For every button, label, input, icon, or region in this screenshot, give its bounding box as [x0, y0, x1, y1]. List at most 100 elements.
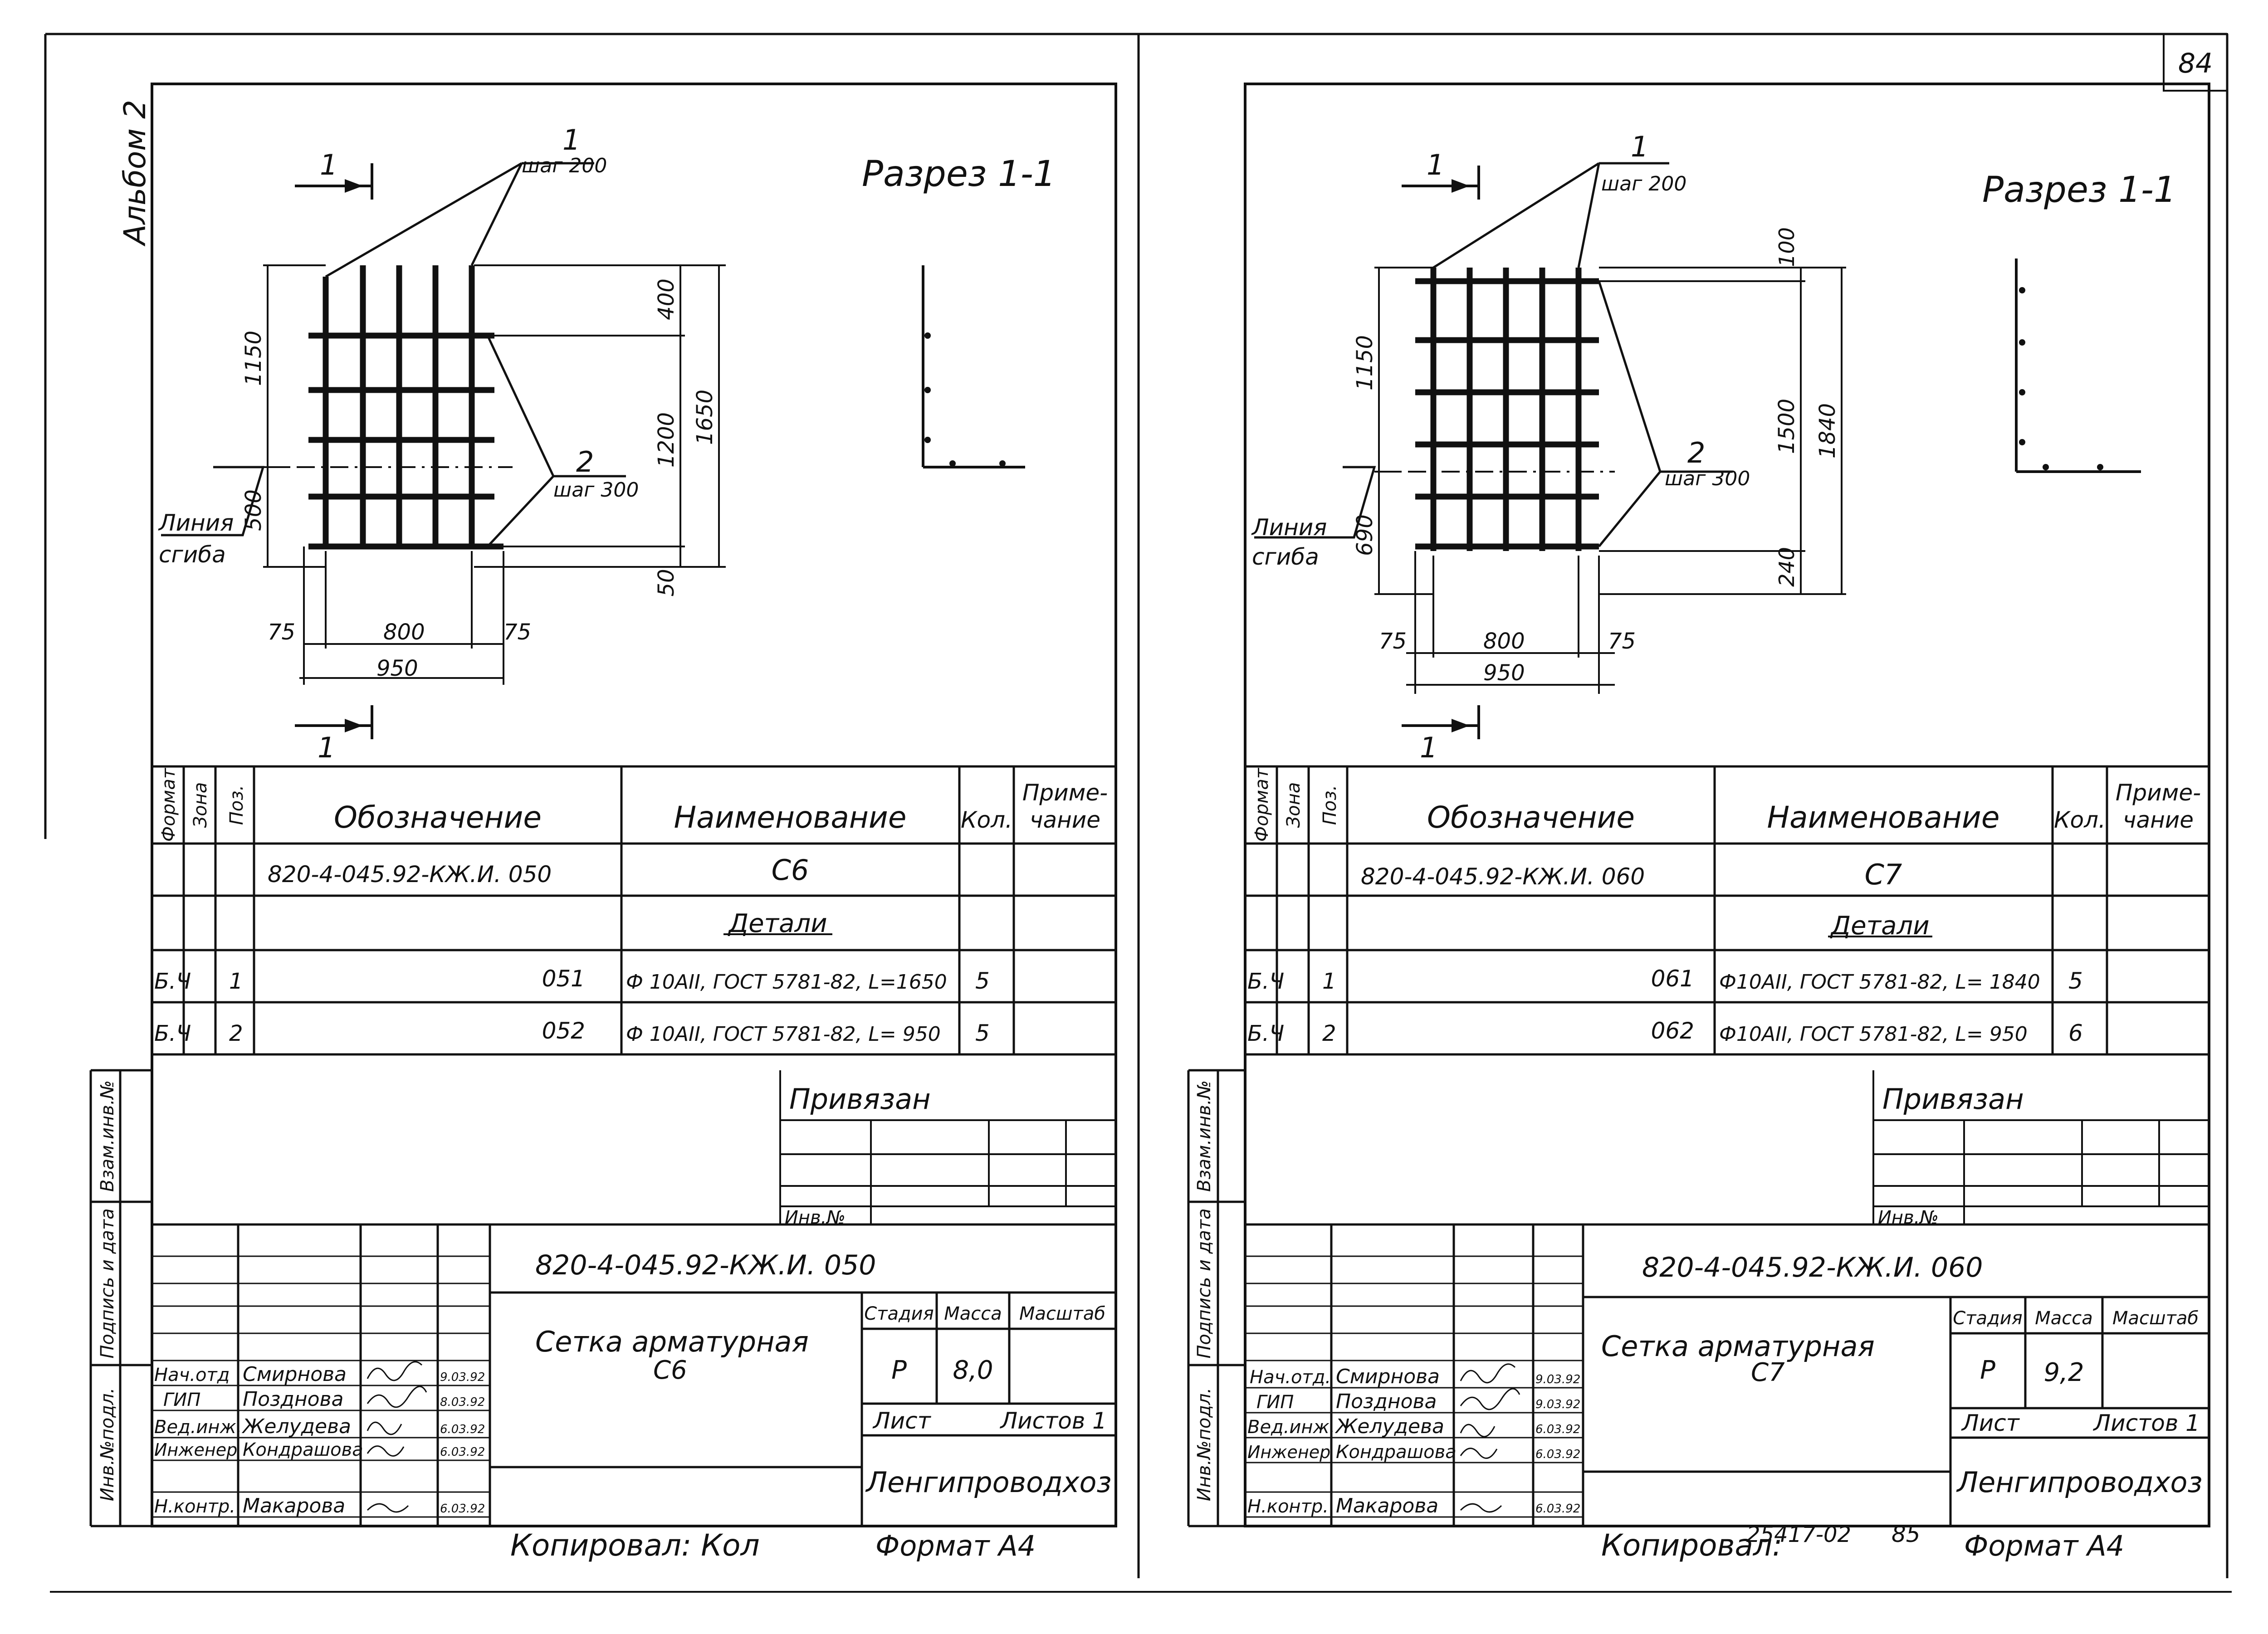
signer-name: Желудева [241, 1415, 351, 1438]
signer-name: Позднова [243, 1388, 343, 1411]
spec-row-designation: 820-4-045.92-КЖ.И. 060 [1361, 863, 1645, 890]
signer-role: Вед.инж. [154, 1417, 242, 1438]
dim-left-top: 1150 [241, 331, 266, 386]
signer-date: 6.03.92 [440, 1423, 485, 1436]
spec-row-qty: 5 [975, 968, 990, 994]
spec-row-qty: 5 [2068, 968, 2083, 994]
signer-date: 6.03.92 [1535, 1448, 1580, 1461]
format-label-left: Формат А4 [875, 1529, 1036, 1562]
signer-date: 6.03.92 [1535, 1502, 1580, 1516]
dim-right-mid: 1500 [1774, 399, 1799, 454]
mesh-drawing-c6 [161, 162, 1025, 739]
title-line-1: Сетка арматурная [535, 1325, 809, 1358]
spec-row-pos: 2 [1322, 1021, 1336, 1046]
dim-left-bottom: 500 [241, 489, 266, 531]
stage-value: Р [1980, 1356, 1995, 1385]
sheets-count-label: Листов 1 [1000, 1408, 1107, 1434]
sheet-right: 1 1 Разрез 1-1 1 шаг 200 2 шаг 300 Линия… [1187, 83, 2210, 1527]
side-label-signature-date: Подпись и дата [97, 1208, 118, 1358]
dim-bottom-950: 950 [376, 656, 418, 681]
spec-row-name: Ф 10АII, ГОСТ 5781-82, L=1650 [626, 971, 947, 994]
side-label-signature-date: Подпись и дата [1194, 1208, 1215, 1358]
spec-row-designation: 051 [542, 966, 585, 992]
spec-row-name: Ф10АII, ГОСТ 5781-82, L= 1840 [1719, 971, 2040, 994]
callout-1-step: шаг 200 [522, 154, 607, 177]
signer-role: Н.контр. [1247, 1496, 1329, 1517]
fold-line-label-2: сгиба [159, 541, 226, 568]
scale-header: Масштаб [2112, 1308, 2199, 1329]
cut-mark-top: 1 [320, 148, 337, 181]
fold-line-label-1: Линия [1251, 514, 1327, 541]
spec-header-format: Формат [158, 767, 179, 842]
spec-header-note-2: чание [1030, 807, 1100, 833]
scale-header: Масштаб [1019, 1303, 1105, 1324]
spec-row-format: Б.Ч [154, 969, 191, 994]
album-label: Альбом 2 [117, 100, 152, 247]
section-title: Разрез 1-1 [1982, 170, 2176, 210]
side-label-inv-podl: Инв.№подл. [1194, 1388, 1215, 1502]
spec-row-designation: 052 [542, 1018, 585, 1044]
spec-table [152, 765, 1116, 1056]
spec-row-designation: 062 [1651, 1018, 1694, 1044]
callout-1-step: шаг 200 [1601, 172, 1686, 195]
mass-value: 8,0 [953, 1356, 993, 1385]
sheet-label: Лист [1961, 1410, 2020, 1436]
section-title: Разрез 1-1 [862, 154, 1056, 195]
signer-date: 6.03.92 [440, 1502, 485, 1516]
signer-name: Желудева [1334, 1415, 1444, 1438]
signer-date: 8.03.92 [440, 1395, 485, 1409]
spec-row-name: Ф 10АII, ГОСТ 5781-82, L= 950 [626, 1023, 941, 1046]
dim-left-top: 1150 [1352, 335, 1378, 390]
dim-bottom-800: 800 [1483, 629, 1525, 654]
dim-right-bottom: 50 [654, 569, 679, 596]
callout-2-num: 2 [576, 445, 594, 478]
page-number: 84 [2178, 48, 2213, 79]
spec-row-format: Б.Ч [154, 1021, 191, 1046]
dim-right-total: 1840 [1815, 403, 1840, 458]
copy-number-right: 25417-02 [1746, 1522, 1851, 1547]
spec-header-qty: Кол. [2054, 807, 2106, 833]
spec-header-designation: Обозначение [334, 800, 542, 835]
spec-row-name: Ф10АII, ГОСТ 5781-82, L= 950 [1719, 1023, 2028, 1046]
signer-name: Макарова [1336, 1494, 1438, 1517]
title-line-2: С6 [653, 1356, 687, 1385]
dim-right-mid: 1200 [654, 412, 679, 468]
callout-2-step: шаг 300 [1665, 467, 1750, 490]
spec-header-name: Наименование [1767, 800, 2000, 835]
signer-date: 9.03.92 [1535, 1373, 1580, 1386]
spec-header-format: Формат [1251, 767, 1272, 842]
stage-header: Стадия [864, 1303, 934, 1324]
spec-row-name: С7 [1865, 858, 1902, 891]
fold-line-label-1: Линия [158, 510, 234, 536]
spec-row-name: Детали [727, 909, 827, 938]
signer-date: 9.03.92 [440, 1371, 485, 1384]
fold-line-label-2: сгиба [1252, 544, 1319, 570]
signer-date: 6.03.92 [440, 1445, 485, 1459]
callout-2-step: шаг 300 [553, 478, 639, 502]
side-label-inv-podl: Инв.№подл. [97, 1388, 118, 1502]
dim-bottom-75-right: 75 [503, 619, 531, 645]
signer-role: Нач.отд. [1250, 1367, 1331, 1388]
cut-mark-bottom: 1 [318, 731, 335, 764]
spec-row-qty: 6 [2068, 1020, 2083, 1046]
spec-header-designation: Обозначение [1427, 800, 1635, 835]
signer-role: ГИП [1256, 1392, 1294, 1413]
spec-row-format: Б.Ч [1247, 1021, 1284, 1046]
spec-row-name: С6 [772, 854, 809, 887]
spec-header-qty: Кол. [961, 807, 1012, 833]
mass-value: 9,2 [2043, 1358, 2084, 1387]
spec-header-zone: Зона [190, 782, 211, 828]
callout-2-num: 2 [1687, 436, 1705, 469]
signer-name: Кондрашова [1336, 1442, 1457, 1463]
signature-marks [1460, 1363, 1520, 1513]
privyazan-label: Привязан [789, 1083, 931, 1116]
spec-header-zone: Зона [1283, 782, 1304, 828]
signer-role: ГИП [163, 1390, 200, 1410]
doc-code: 820-4-045.92-КЖ.И. 060 [1642, 1252, 1983, 1283]
signer-name: Кондрашова [243, 1439, 363, 1460]
cut-mark-bottom: 1 [1420, 731, 1437, 764]
signer-name: Смирнова [243, 1363, 347, 1386]
spec-header-name: Наименование [674, 800, 907, 835]
dim-bottom-950: 950 [1483, 660, 1525, 686]
